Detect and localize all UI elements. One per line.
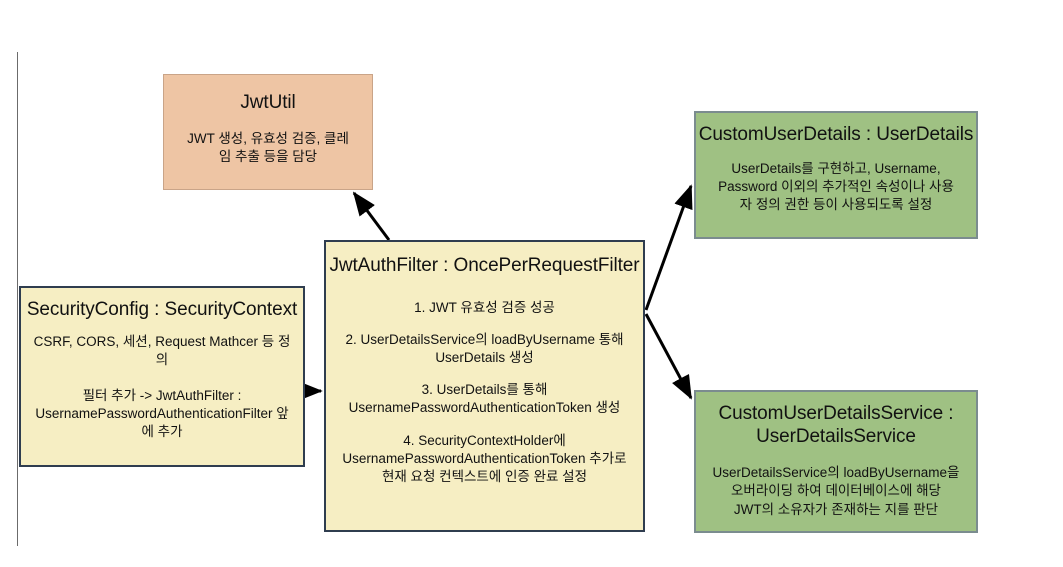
node-customuserdetailsservice-body: UserDetailsService의 loadByUsername을 오버라이…	[712, 465, 960, 517]
edge-filter-to-jwtutil	[352, 191, 391, 241]
node-jwtauthfilter-step-4: 4. SecurityContextHolder에 UsernamePasswo…	[342, 432, 627, 484]
node-jwtutil[interactable]: JwtUtil JWT 생성, 유효성 검증, 클레 임 추출 등을 담당	[163, 74, 373, 190]
node-securityconfig-body-definitions: CSRF, CORS, 세션, Request Mathcer 등 정 의	[33, 334, 291, 368]
node-securityconfig-title: SecurityConfig : SecurityContext	[26, 299, 298, 320]
node-jwtauthfilter-title: JwtAuthFilter : OncePerRequestFilter	[329, 255, 640, 276]
node-customuserdetails-body: UserDetails를 구현하고, Username, Password 이외…	[718, 161, 954, 213]
node-customuserdetails-title: CustomUserDetails : UserDetails	[698, 124, 974, 145]
node-securityconfig-body-filter-order: 필터 추가 -> JwtAuthFilter : UsernamePasswor…	[35, 388, 289, 440]
node-customuserdetailsservice[interactable]: CustomUserDetailsService : UserDetailsSe…	[694, 390, 978, 533]
edge-filter-to-userdetailsservice	[644, 313, 693, 400]
node-jwtauthfilter-step-3: 3. UserDetails를 통해 UsernamePasswordAuthe…	[348, 382, 621, 416]
node-jwtutil-body: JWT 생성, 유효성 검증, 클레 임 추출 등을 담당	[187, 131, 349, 165]
node-customuserdetailsservice-title: CustomUserDetailsService : UserDetailsSe…	[718, 403, 954, 448]
node-customuserdetails[interactable]: CustomUserDetails : UserDetails UserDeta…	[694, 111, 978, 239]
node-jwtutil-title: JwtUtil	[240, 92, 296, 113]
node-jwtauthfilter-step-2: 2. UserDetailsService의 loadByUsername 통해…	[345, 332, 624, 366]
page-frame-rule	[17, 52, 18, 546]
node-jwtauthfilter-step-1: 1. JWT 유효성 검증 성공	[414, 300, 555, 316]
edge-filter-to-userdetails	[644, 184, 693, 311]
node-securityconfig[interactable]: SecurityConfig : SecurityContext CSRF, C…	[19, 286, 305, 467]
node-jwtauthfilter[interactable]: JwtAuthFilter : OncePerRequestFilter 1. …	[324, 240, 645, 532]
